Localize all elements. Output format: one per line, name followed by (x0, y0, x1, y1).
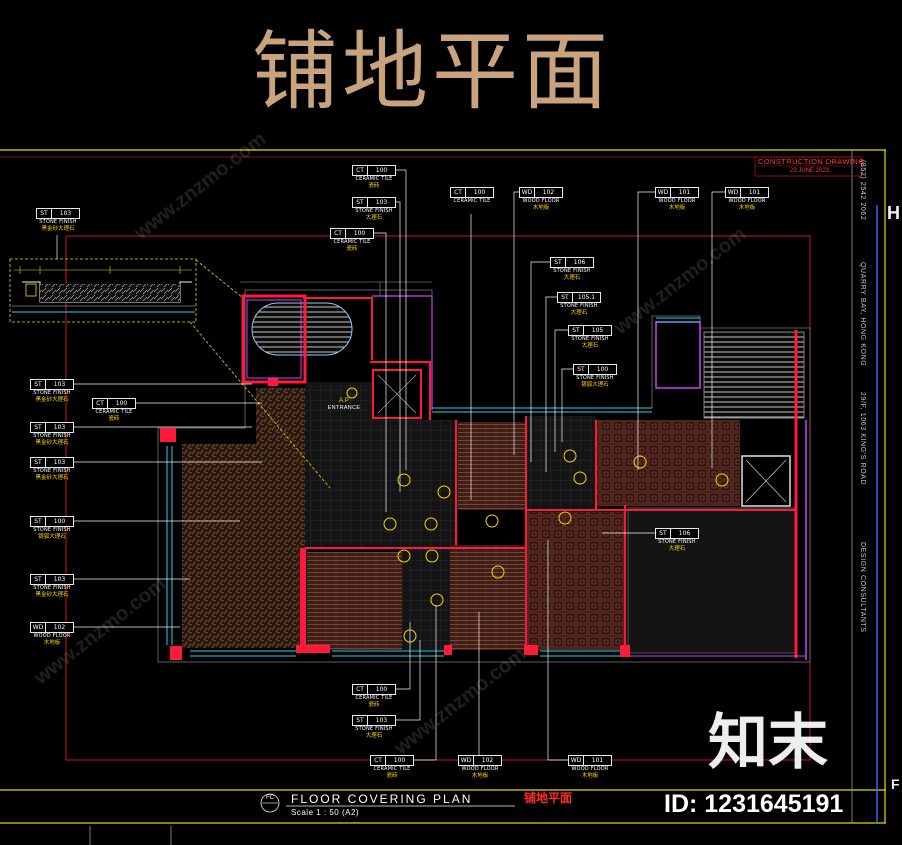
stair-right (703, 331, 805, 419)
title-block-edge-letter: F (891, 776, 900, 792)
stairs-and-lifts (251, 302, 805, 507)
watermark-id: ID: 1231645191 (664, 790, 844, 818)
firm-phone: (852) 2542 2062 (859, 160, 866, 221)
entrance-ap-label: A.P (339, 398, 349, 404)
entrance-label: A.P ENTRANCE (324, 398, 364, 412)
central-lobby-tile-floor (372, 420, 458, 548)
lift-shaft-left (372, 369, 422, 419)
bedroom-1-wood-floor (307, 552, 402, 650)
section-markers (346, 387, 729, 643)
floor-finish-zones (174, 382, 797, 654)
lift-shaft-right (741, 455, 791, 507)
bedroom-3-wood-floor (458, 422, 526, 510)
bedroom-2-wood-floor (450, 545, 526, 650)
firm-role: DESIGN CONSULTANTS (859, 542, 866, 633)
stair-left (251, 302, 353, 356)
sheet-frame (0, 149, 886, 845)
kitchen-pattern-stone-floor (527, 512, 625, 650)
watermark-brand-logo: 知末 (708, 709, 828, 776)
living-room-stone-floor (174, 388, 305, 648)
entrance-corridor-tile-floor (305, 382, 372, 548)
entrance-text: ENTRANCE (327, 405, 361, 411)
drawing-symbol: FC (266, 795, 274, 801)
drawing-name-cn: 铺地平面 (524, 791, 573, 805)
tag-leader-lines (56, 169, 725, 761)
page-title: 铺地平面 (252, 22, 612, 122)
drawing-name: FLOOR COVERING PLAN (291, 792, 473, 806)
title-block-edge-letter: H (887, 203, 900, 223)
firm-address-street: 29/F, 1063 KING'S ROAD (859, 392, 866, 486)
dining-pattern-stone-floor (596, 420, 740, 506)
section-detail-inset (9, 258, 331, 489)
firm-address-district: QUARRY BAY, HONG KONG (859, 262, 866, 367)
family-room-stone-floor (627, 507, 797, 654)
drawing-date: 23 JUNE 2023 (790, 168, 830, 174)
walls (160, 294, 807, 660)
drawing-stage: CONSTRUCTION DRAWING (758, 157, 865, 166)
drawing-scale: Scale 1 : 50 (A2) (291, 808, 360, 817)
bathroom-stone-floor (526, 416, 596, 510)
windows (166, 317, 805, 657)
